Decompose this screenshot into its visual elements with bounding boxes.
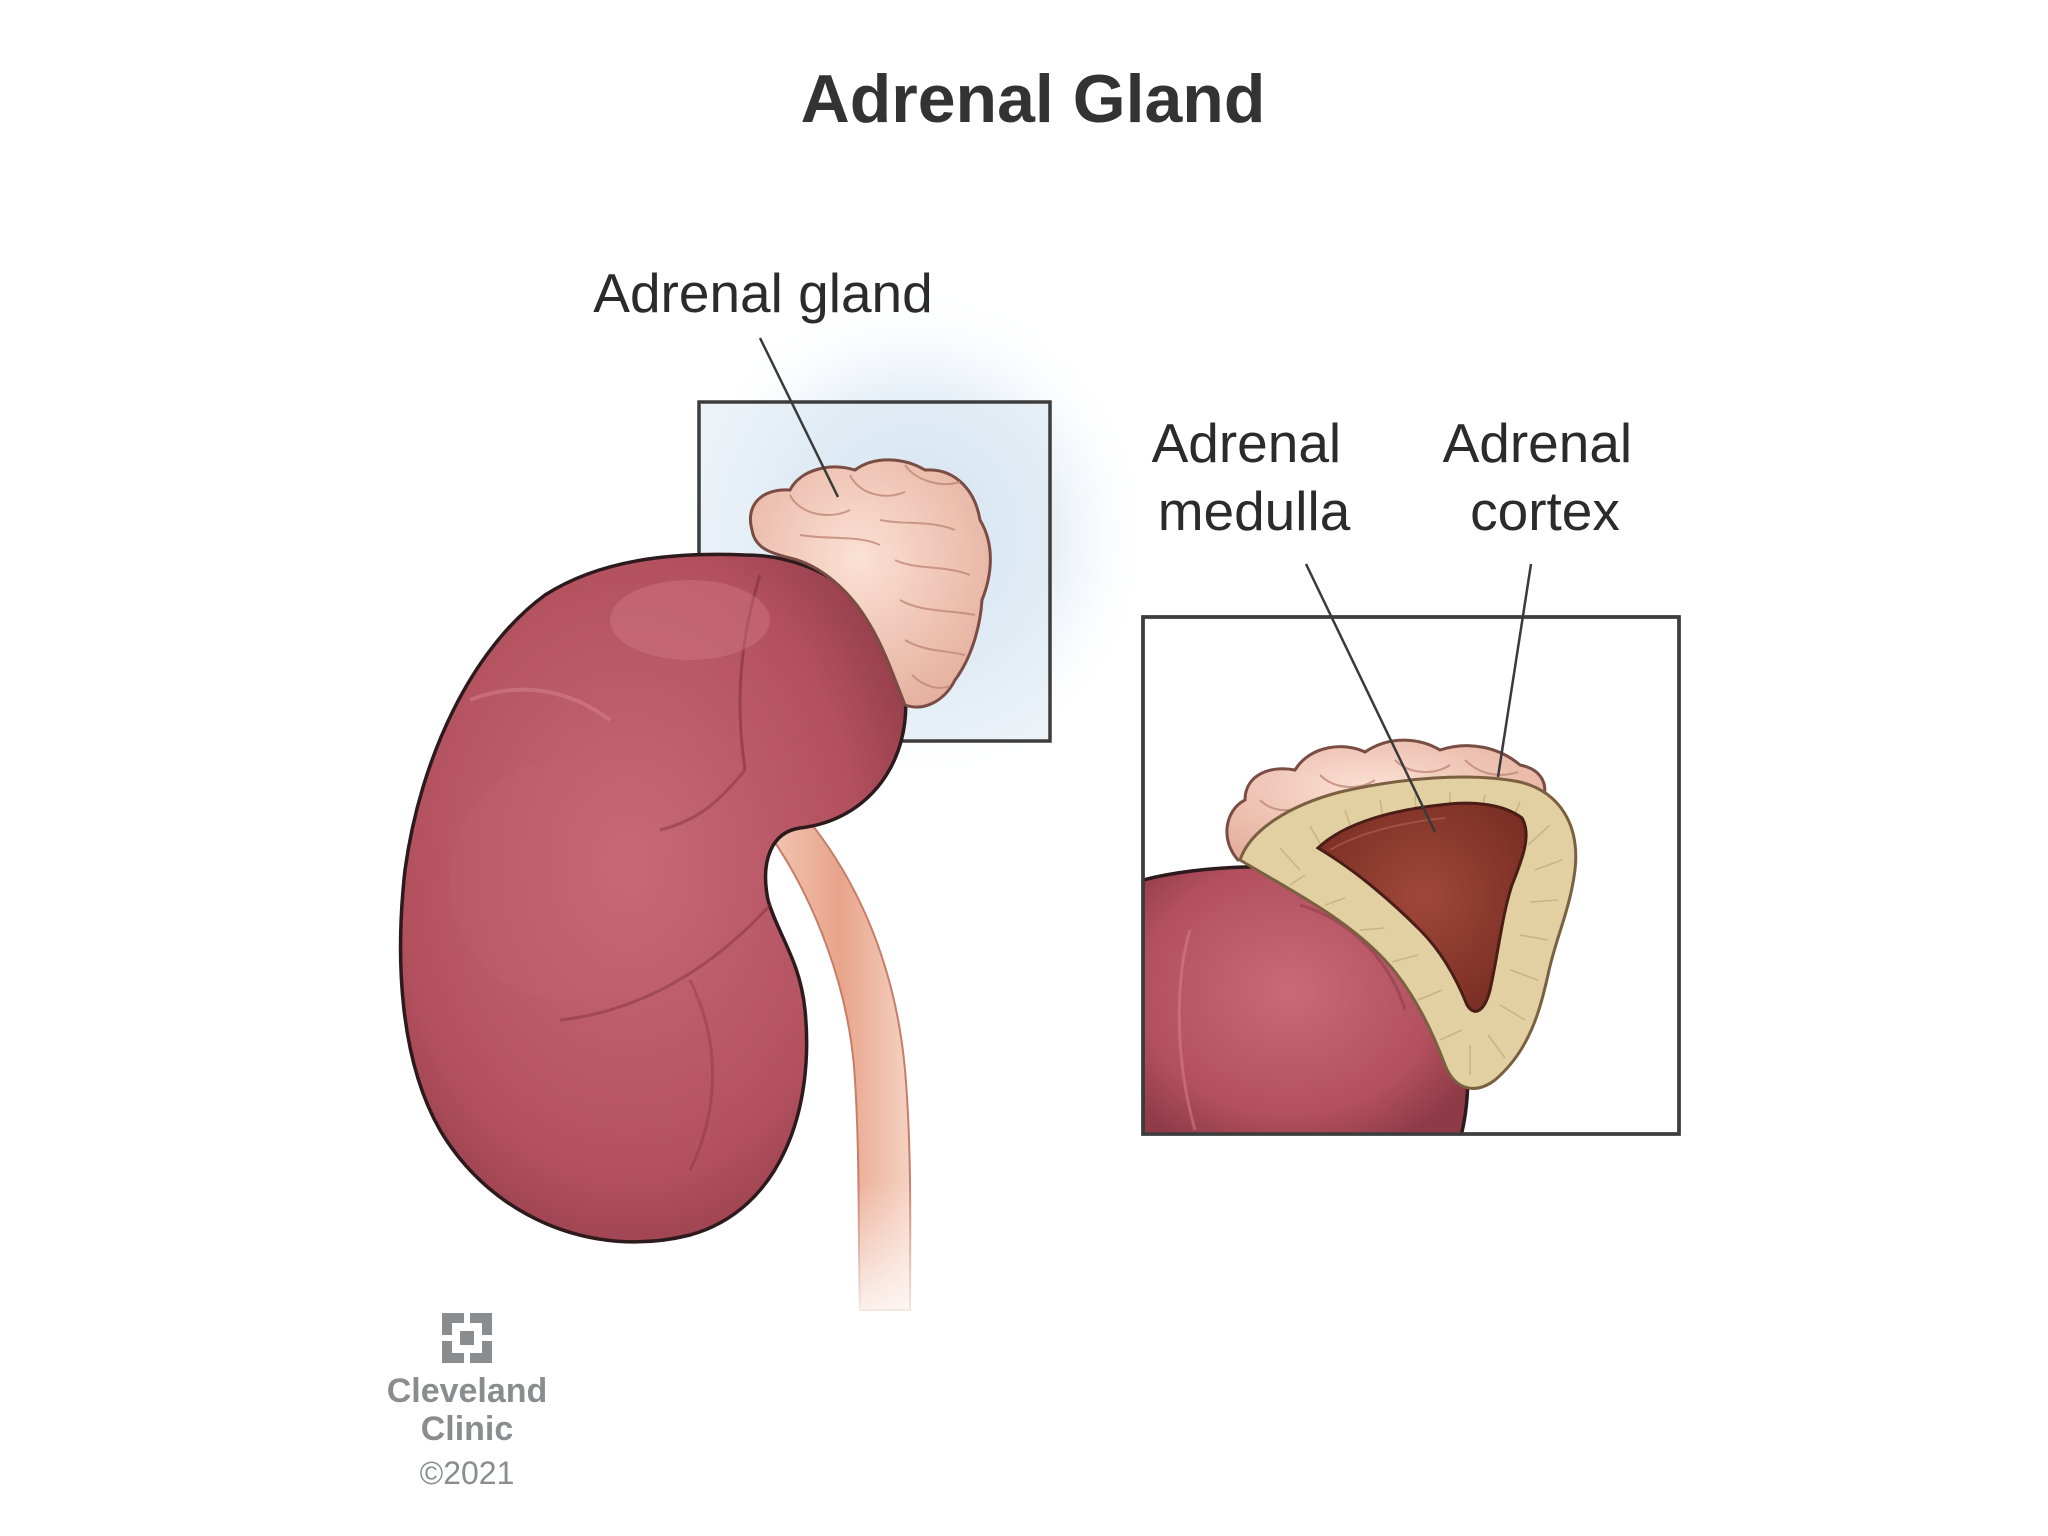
- label-adrenal-gland: Adrenal gland: [593, 262, 932, 324]
- inset-frame-border: [1141, 615, 1681, 1136]
- leader-adrenal-cortex: [1496, 563, 1533, 778]
- inset-cross-section: [1143, 738, 1578, 1134]
- logo-copyright: ©2021: [420, 1455, 515, 1491]
- label-adrenal-medulla: Adrenal medulla: [1152, 412, 1357, 542]
- kidney: [398, 552, 908, 1244]
- ureter: [768, 808, 912, 1311]
- adrenal-medulla: [1315, 801, 1528, 1013]
- logo-name-line2: Clinic: [421, 1410, 514, 1448]
- label-adrenal-cortex: Adrenal cortex: [1443, 412, 1648, 542]
- cleveland-clinic-logo: Cleveland Clinic ©2021: [387, 1313, 548, 1491]
- diagram-title: Adrenal Gland: [801, 61, 1266, 137]
- leader-adrenal-medulla: [1304, 563, 1437, 833]
- adrenal-gland: [749, 458, 992, 709]
- leader-adrenal-gland: [758, 337, 840, 498]
- logo-name-line1: Cleveland: [387, 1372, 548, 1410]
- logo-mark-icon: [442, 1313, 492, 1363]
